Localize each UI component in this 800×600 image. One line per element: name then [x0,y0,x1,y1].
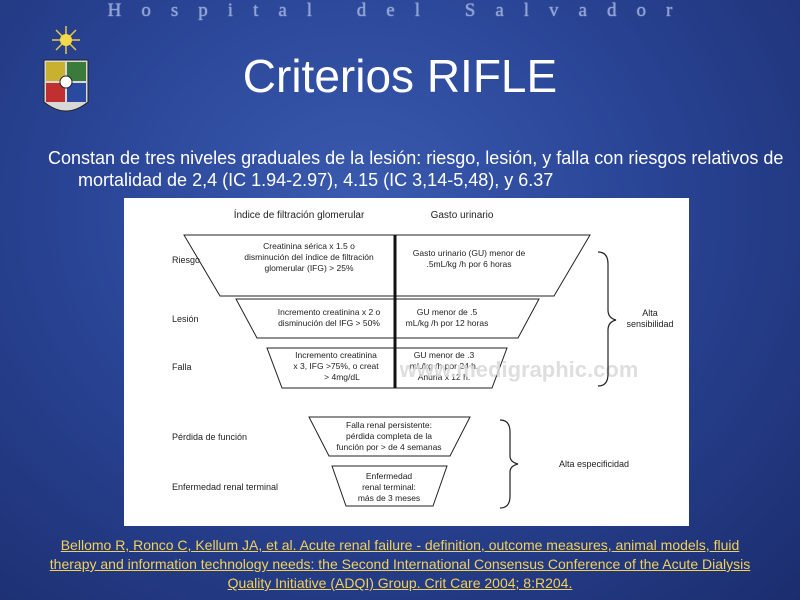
falla-gfr-line: x 3, IFG >75%, o creat [293,361,379,371]
specificity-brace [499,419,519,509]
esrd-line: Enfermedad [366,471,413,481]
row-label-loss-of-function: Pérdida de función [172,432,247,442]
lesion-gfr-line: disminución del IFG > 50% [278,318,380,328]
citation-line: Bellomo R, Ronco C, Kellum JA, et al. Ac… [60,537,740,553]
falla-uo-line: GU menor de .3 [414,350,475,360]
row-label-lesion: Lesión [172,314,199,324]
citation-line: therapy and information technology needs… [49,556,751,572]
citation-line: Quality Initiative (ADQI) Group. Crit Ca… [227,575,573,591]
row-label-riesgo: Riesgo [172,255,200,265]
intro-paragraph: Constan de tres niveles graduales de la … [48,148,784,190]
riesgo-uo-line: Gasto urinario (GU) menor de [413,248,526,258]
sensitivity-label: Alta [642,308,658,318]
loss-of-function-line: función por > de 4 semanas [336,442,441,452]
riesgo-gfr-line: disminución del índice de filtración [244,252,374,262]
loss-of-function-line: pérdida completa de la [346,431,432,441]
slide-title: Criterios RIFLE [242,50,558,102]
loss-of-function-line: Falla renal persistente: [346,420,432,430]
sensitivity-brace [597,251,617,387]
falla-uo-line: mL/kg /h por 24 h. [410,361,479,371]
watermark: www.medigraphic.com [399,357,639,382]
lesion-trapezoid [235,298,540,339]
university-crest-icon [43,26,89,112]
falla-uo-line: Anuria x 12 h. [418,372,470,382]
loss-of-function-trapezoid [308,416,471,457]
riesgo-gfr-line: glomerular (IFG) > 25% [264,263,353,273]
falla-gfr-line: Incremento creatinina [295,350,377,360]
column-header-urine-output: Gasto urinario [431,210,494,221]
rifle-diagram: Índice de filtración glomerular Gasto ur… [124,198,689,526]
hospital-banner: Hospital del Salvador [107,0,693,21]
lesion-gfr-line: Incremento creatinina x 2 o [278,307,381,317]
riesgo-gfr-line: Creatinina sérica x 1.5 o [263,241,355,251]
esrd-line: renal terminal: [362,482,416,492]
citation-link[interactable]: Bellomo R, Ronco C, Kellum JA, et al. Ac… [0,536,800,593]
esrd-trapezoid [331,465,448,507]
lesion-uo-line: mL/kg /h por 12 horas [406,318,489,328]
falla-trapezoid [266,347,508,389]
row-label-esrd: Enfermedad renal terminal [172,482,278,492]
falla-gfr-line: > 4mg/dL [324,372,360,382]
riesgo-trapezoid [183,234,591,297]
lesion-uo-line: GU menor de .5 [417,307,478,317]
specificity-label: Alta especificidad [559,459,629,469]
row-label-falla: Falla [172,362,192,372]
esrd-line: más de 3 meses [358,493,420,503]
riesgo-uo-line: .5mL/kg /h por 6 horas [426,259,511,269]
column-header-gfr: Índice de filtración glomerular [234,208,365,221]
sensitivity-label: sensibilidad [626,319,673,329]
